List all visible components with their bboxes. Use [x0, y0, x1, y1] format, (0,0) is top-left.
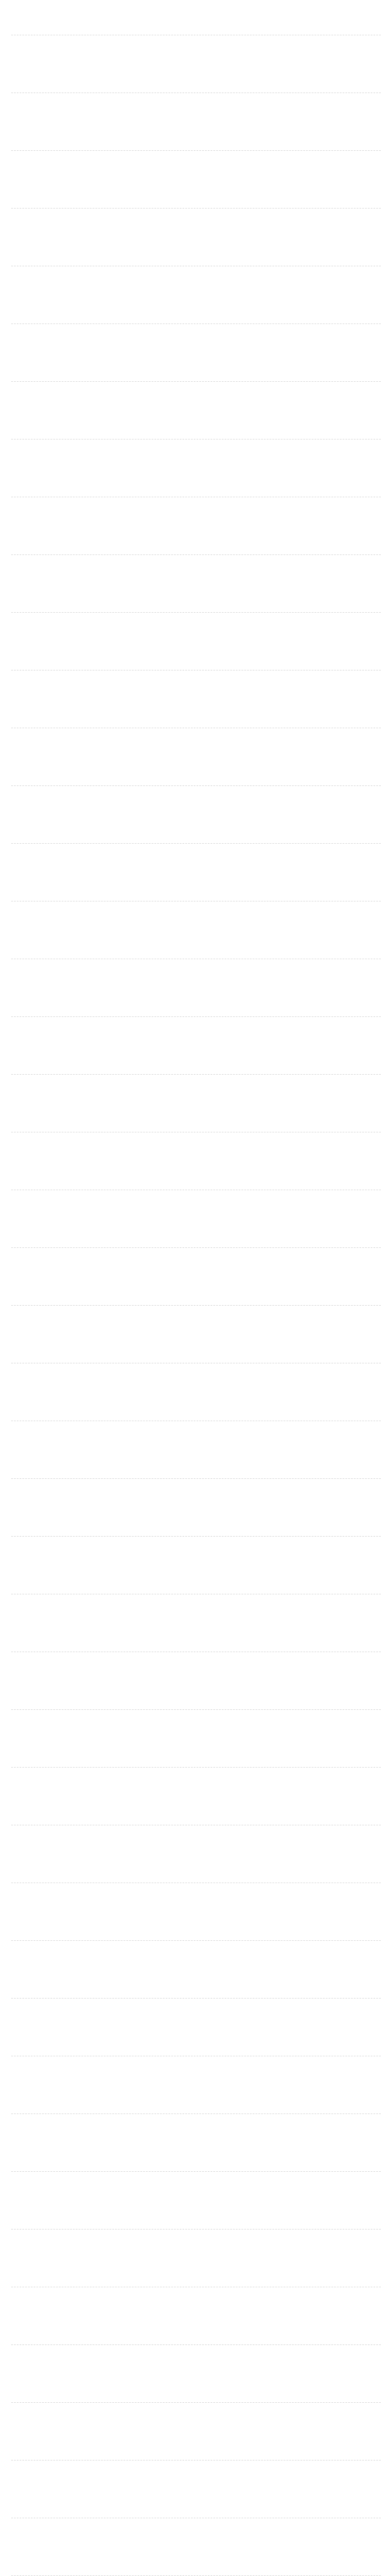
paragraph: [11, 1569, 381, 1594]
paragraph: [11, 2378, 381, 2403]
paragraph: [11, 241, 381, 266]
paragraph: [11, 1454, 381, 1479]
paragraph: [11, 1973, 381, 1999]
paragraph: [11, 2089, 381, 2114]
paragraph: [11, 2031, 381, 2056]
watermark-bar: [0, 2265, 392, 2287]
article-body: [11, 10, 381, 2576]
paragraph: [11, 10, 381, 35]
paragraph: [11, 2551, 381, 2576]
paragraph: [11, 2147, 381, 2172]
paragraph: [11, 1916, 381, 1941]
paragraph: [11, 992, 381, 1017]
paragraph: [11, 183, 381, 209]
paragraph: [11, 1742, 381, 1768]
paragraph: [11, 126, 381, 151]
paragraph: [11, 1396, 381, 1421]
paragraph: [11, 68, 381, 93]
paragraph: [11, 2204, 381, 2230]
paragraph: [11, 1049, 381, 1075]
paragraph: [11, 472, 381, 497]
paragraph: [11, 1165, 381, 1190]
paragraph: [11, 761, 381, 786]
paragraph: [11, 299, 381, 324]
paragraph: [11, 357, 381, 382]
paragraph: [11, 1223, 381, 1248]
paragraph: [11, 876, 381, 901]
paragraph: [11, 2435, 381, 2461]
paragraph: [11, 1800, 381, 1825]
paragraph: [11, 703, 381, 728]
paragraph: [11, 588, 381, 613]
paragraph: [11, 934, 381, 959]
paragraph: [11, 530, 381, 555]
paragraph: [11, 1627, 381, 1652]
paragraph: [11, 2320, 381, 2345]
paragraph: [11, 645, 381, 670]
paragraph: [11, 1107, 381, 1132]
paragraph: [11, 818, 381, 844]
paragraph: [11, 1511, 381, 1537]
paragraph: [11, 1280, 381, 1306]
page: [0, 35, 392, 2576]
paragraph: [11, 2493, 381, 2518]
paragraph: [11, 1858, 381, 1883]
paragraph: [11, 2262, 381, 2287]
paragraph: [11, 1685, 381, 1710]
paragraph: [11, 414, 381, 440]
paragraph: [11, 1338, 381, 1363]
